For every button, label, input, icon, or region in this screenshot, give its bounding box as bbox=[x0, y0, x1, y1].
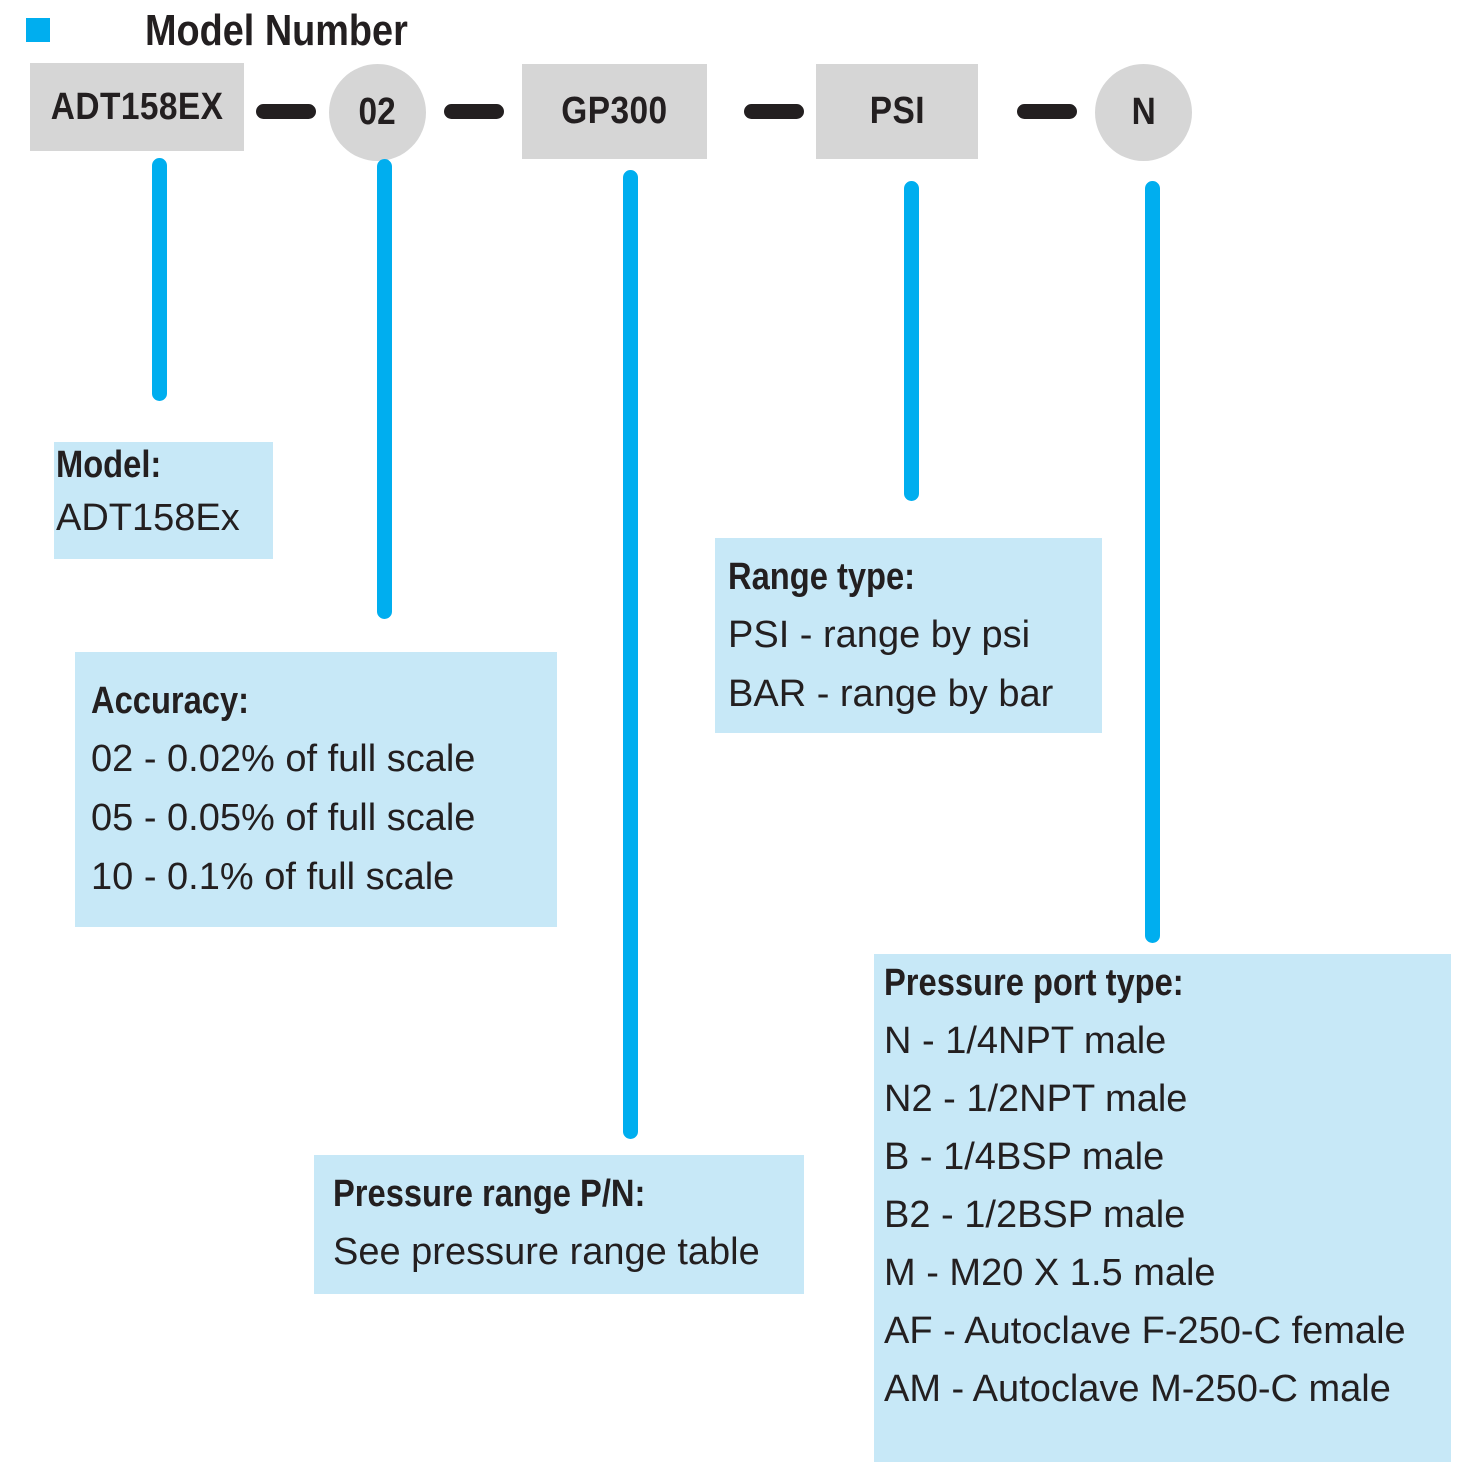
connector-dash bbox=[1017, 104, 1077, 119]
callout-port-type-line: B2 - 1/2BSP male bbox=[884, 1194, 1186, 1236]
callout-range-type-title: Range type: bbox=[728, 556, 916, 598]
callout-range-type: Range type: PSI - range by psi BAR - ran… bbox=[715, 538, 1102, 733]
segment-port-type: N bbox=[1095, 64, 1192, 161]
segment-accuracy: 02 bbox=[329, 64, 426, 161]
segment-range-type: PSI bbox=[816, 64, 978, 159]
leader-line-accuracy bbox=[377, 159, 392, 619]
callout-model-line: ADT158Ex bbox=[56, 497, 240, 539]
segment-pressure-range: GP300 bbox=[522, 64, 707, 159]
callout-port-type: Pressure port type: N - 1/4NPT male N2 -… bbox=[874, 954, 1451, 1462]
connector-dash bbox=[256, 104, 316, 119]
leader-line-pressure-range bbox=[623, 170, 638, 1139]
callout-port-type-line: M - M20 X 1.5 male bbox=[884, 1252, 1216, 1294]
connector-dash bbox=[744, 104, 804, 119]
callout-port-type-line: AM - Autoclave M-250-C male bbox=[884, 1368, 1391, 1410]
segment-model: ADT158EX bbox=[30, 63, 244, 151]
segment-port-type-label: N bbox=[1131, 91, 1156, 133]
leader-line-model bbox=[152, 158, 167, 401]
segment-pressure-range-label: GP300 bbox=[561, 90, 668, 132]
callout-range-type-line: PSI - range by psi bbox=[728, 614, 1031, 656]
callout-pressure-range-title: Pressure range P/N: bbox=[333, 1173, 646, 1215]
callout-port-type-line: N2 - 1/2NPT male bbox=[884, 1078, 1188, 1120]
callout-model-title: Model: bbox=[56, 444, 162, 486]
callout-accuracy-line: 05 - 0.05% of full scale bbox=[91, 797, 476, 839]
callout-pressure-range-line: See pressure range table bbox=[333, 1231, 760, 1273]
segment-accuracy-label: 02 bbox=[358, 91, 397, 133]
callout-accuracy-title: Accuracy: bbox=[91, 680, 250, 722]
callout-model: Model: ADT158Ex bbox=[54, 442, 273, 559]
segment-model-label: ADT158EX bbox=[50, 85, 224, 128]
segment-range-type-label: PSI bbox=[869, 90, 925, 132]
callout-port-type-line: N - 1/4NPT male bbox=[884, 1020, 1167, 1062]
callout-port-type-line: AF - Autoclave F-250-C female bbox=[884, 1310, 1406, 1352]
callout-accuracy: Accuracy: 02 - 0.02% of full scale 05 - … bbox=[75, 652, 557, 927]
page-title: Model Number bbox=[145, 6, 408, 55]
callout-accuracy-line: 10 - 0.1% of full scale bbox=[91, 856, 455, 898]
callout-pressure-range: Pressure range P/N: See pressure range t… bbox=[314, 1155, 804, 1294]
section-marker-square bbox=[26, 18, 50, 42]
callout-port-type-title: Pressure port type: bbox=[884, 962, 1184, 1004]
leader-line-port-type bbox=[1145, 181, 1160, 943]
callout-accuracy-line: 02 - 0.02% of full scale bbox=[91, 738, 476, 780]
connector-dash bbox=[444, 104, 504, 119]
leader-line-range-type bbox=[904, 181, 919, 501]
callout-port-type-line: B - 1/4BSP male bbox=[884, 1136, 1165, 1178]
callout-range-type-line: BAR - range by bar bbox=[728, 673, 1054, 715]
